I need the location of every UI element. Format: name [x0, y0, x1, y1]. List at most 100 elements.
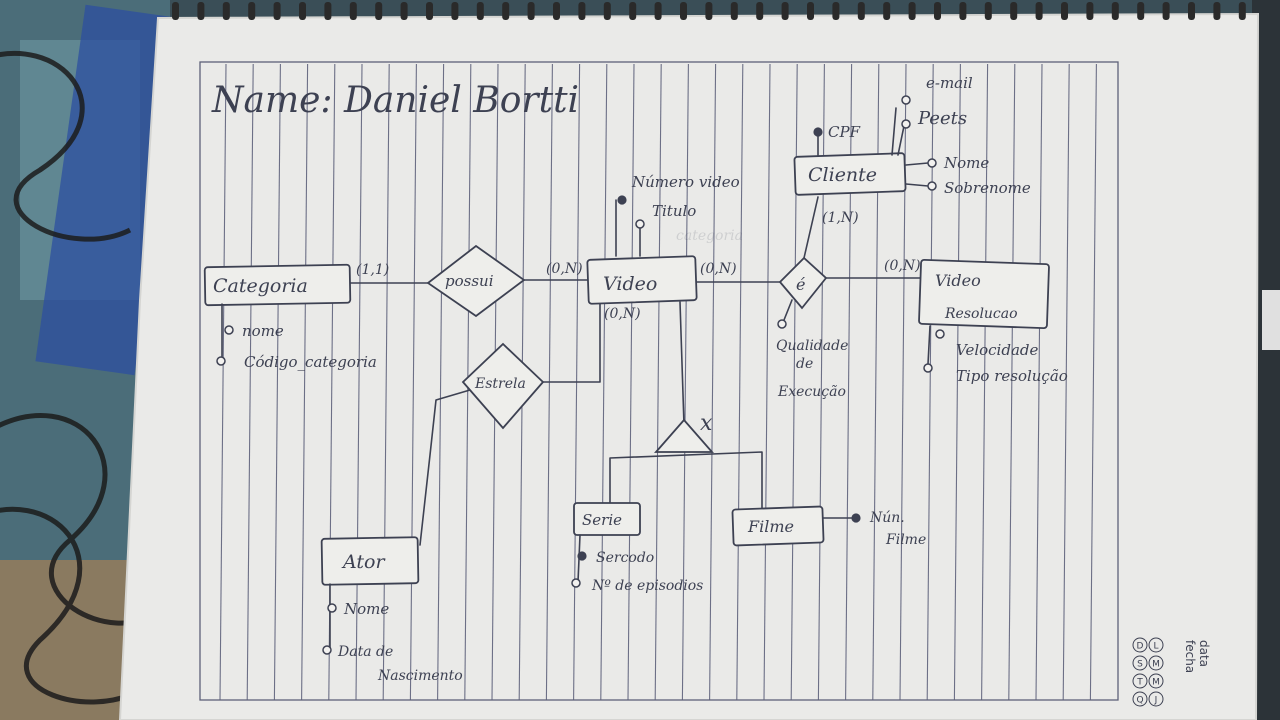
attr-key-marker: [577, 551, 587, 561]
planner-fecha-label: fecha: [1183, 640, 1197, 673]
line-cliente-e: [803, 196, 819, 259]
relationship-possui-label: possui: [445, 272, 494, 290]
spiral-ring: [349, 2, 357, 20]
attributes-filme: Nún. Filme: [822, 510, 926, 548]
ruled-line: [1062, 63, 1070, 701]
attr-e-de: de: [796, 356, 813, 372]
spiral-ring: [400, 2, 408, 20]
attributes-categoria: nome Código_categoria: [216, 303, 377, 371]
entity-categoria: Categoria: [203, 263, 352, 307]
attr-ator-data: Data de: [337, 644, 393, 660]
attr-serie-sercodo: Sercodo: [596, 550, 654, 566]
planner-day-letter: D: [1137, 642, 1144, 652]
cardinalities: (1,1) (0,N) (0,N) (0,N) (1,N) (0,N): [356, 210, 921, 322]
planner-day-circle: [1132, 637, 1148, 653]
spiral-ring: [578, 2, 586, 20]
planner-day-letter: T: [1136, 678, 1143, 688]
ruled-line: [246, 63, 254, 701]
attr-filme-num-1: Nún.: [869, 510, 905, 526]
attr-marker: [927, 158, 937, 168]
planner-day-letter: M: [1152, 660, 1160, 670]
ruled-line: [709, 63, 717, 701]
ruled-line: [600, 63, 608, 701]
attr-serie-episodios: Nº de episodios: [591, 578, 703, 594]
planner-day-circle: [1132, 673, 1148, 689]
entity-video-resolucao-label-1: Video: [935, 271, 981, 290]
spiral-ring: [476, 2, 484, 20]
attr-ator-nascimento: Nascimento: [377, 668, 463, 684]
relationship-estrela: Estrela: [461, 342, 545, 430]
entity-filme: Filme: [731, 505, 825, 547]
spiral-ring: [984, 2, 992, 20]
attributes-serie: Sercodo Nº de episodios: [571, 534, 703, 594]
attr-video-numero: Número video: [631, 173, 740, 191]
attr-marker: [777, 319, 787, 329]
connector-lines: [349, 196, 921, 546]
spiral-ring: [197, 2, 205, 20]
attr-key-marker: [617, 195, 627, 205]
attr-filme-num-2: Filme: [885, 532, 926, 548]
attr-marker: [322, 645, 332, 655]
attributes-video: Número video Titulo categoria: [615, 173, 743, 257]
entity-categoria-label: Categoria: [213, 275, 308, 297]
spiral-ring: [502, 2, 510, 20]
ruled-line: [627, 63, 635, 701]
attr-marker: [927, 181, 937, 191]
spiral-ring: [222, 2, 230, 20]
attr-cliente-nome: Nome: [943, 154, 989, 172]
line-video-specialization: [679, 301, 685, 426]
planner-day-circle: [1148, 673, 1164, 689]
line-specialization-subtypes: [609, 451, 763, 521]
attr-categoria-nome: nome: [242, 322, 284, 340]
attributes-video-resolucao: Velocidade Tipo resolução: [923, 325, 1068, 385]
attr-marker: [901, 95, 911, 105]
spiral-ring: [426, 2, 433, 20]
ruled-line: [219, 63, 227, 701]
spiral-ring: [781, 2, 789, 20]
spiral-ring: [172, 2, 179, 20]
spiral-ring: [527, 2, 535, 20]
entity-cliente-label: Cliente: [808, 164, 877, 186]
planner-day-circle: [1132, 691, 1148, 707]
planner-day-circle: [1148, 691, 1164, 707]
ruled-line: [981, 63, 989, 701]
attr-resolucao-tipo: Tipo resolução: [956, 367, 1068, 385]
attr-marker: [923, 363, 933, 373]
spiral-ring: [1086, 2, 1094, 20]
ruled-line: [437, 63, 445, 701]
entity-filme-label: Filme: [747, 517, 794, 536]
spiral-ring: [883, 2, 891, 20]
specialization-triangle: x: [654, 411, 714, 453]
ruled-line: [409, 63, 417, 701]
attr-e-qualidade: Qualidade: [776, 338, 848, 354]
entity-serie: Serie: [573, 502, 641, 536]
attr-key-marker: [813, 127, 823, 137]
spiral-ring: [451, 2, 459, 20]
spiral-binding: [172, 2, 1246, 20]
attr-cliente-sobrenome: Sobrenome: [944, 179, 1031, 197]
spiral-ring: [273, 2, 281, 20]
attr-cliente-cpf: CPF: [828, 123, 861, 141]
spiral-ring: [934, 2, 941, 20]
attr-marker: [224, 325, 234, 335]
attr-cliente-email: e-mail: [926, 74, 973, 92]
spiral-ring: [603, 2, 611, 20]
spiral-ring: [654, 2, 662, 20]
ruled-line: [301, 63, 309, 701]
spiral-ring: [375, 2, 383, 20]
attr-marker: [571, 578, 581, 588]
ruled-line: [355, 63, 363, 701]
spiral-ring: [1238, 2, 1246, 20]
line-video-estrela: [542, 301, 601, 383]
relationship-estrela-label: Estrela: [474, 376, 526, 392]
spiral-ring: [1111, 2, 1119, 20]
spiral-ring: [1213, 2, 1221, 20]
attr-categoria-codigo: Código_categoria: [244, 353, 377, 371]
attr-key-marker: [851, 513, 861, 523]
spiral-ring: [756, 2, 764, 20]
planner-data-label: data: [1197, 640, 1211, 667]
relationship-e-label: é: [796, 275, 805, 294]
spiral-ring: [1188, 2, 1195, 20]
entity-video-resolucao: Video Resolucao: [918, 258, 1050, 330]
